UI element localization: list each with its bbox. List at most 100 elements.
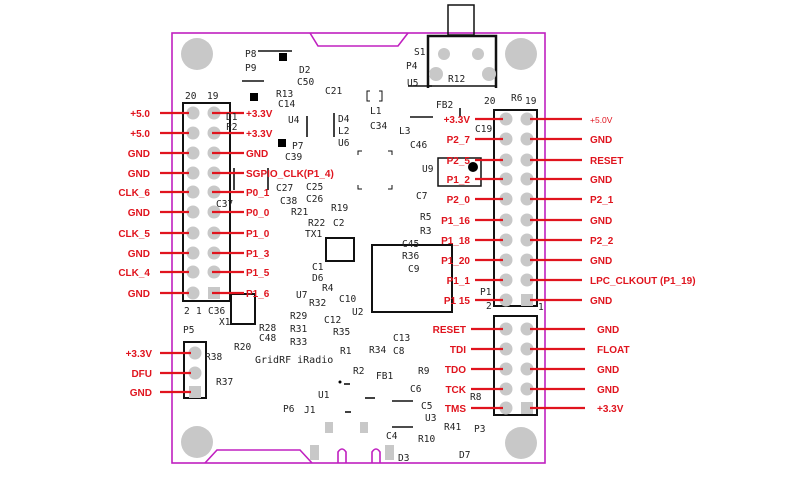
pin-label: P0_0 (246, 208, 270, 219)
pin-label: +3.3V (126, 349, 153, 360)
silkscreen-label: P2 (226, 122, 237, 133)
pin-label: P1_1 (447, 276, 471, 287)
silkscreen-label: J1 (304, 405, 316, 416)
pin-pad (188, 346, 202, 360)
silkscreen-label: P7 (292, 141, 303, 152)
pin-pad (520, 153, 534, 167)
pin-label: +5.0 (130, 129, 150, 140)
pin-label: GND (128, 208, 150, 219)
pin-label: GND (128, 149, 150, 160)
chip-u9 (437, 157, 482, 187)
pin-pad (499, 233, 513, 247)
pin-pad (499, 382, 513, 396)
pin-label: GND (597, 325, 619, 336)
silkscreen-label: C45 (402, 239, 419, 250)
pin-pad (520, 382, 534, 396)
pin-pad (499, 192, 513, 206)
silkscreen-label: C48 (259, 333, 276, 344)
pin-pad (520, 192, 534, 206)
pin-label: P2_5 (447, 156, 471, 167)
pin-label: P2_2 (590, 236, 614, 247)
pin-label: RESET (590, 156, 623, 167)
pin-label: SGPIO_CLK(P1_4) (246, 169, 334, 180)
silkscreen-label: R32 (309, 298, 326, 309)
u9-pin1-dot (468, 162, 478, 172)
silkscreen-label: U7 (296, 290, 307, 301)
pin-pad (186, 185, 200, 199)
silkscreen-label: S1 (414, 47, 426, 58)
pin-pad (520, 362, 534, 376)
pin-label: GND (128, 249, 150, 260)
usb-slots (337, 448, 381, 463)
pin-pad (186, 126, 200, 140)
left-header-pin-20-label: 20 (185, 91, 197, 102)
pin-label: LPC_CLKOUT (P1_19) (590, 276, 696, 287)
pin-label: TDI (450, 345, 466, 356)
pin-label: CLK_6 (118, 188, 150, 199)
pin-label: +5.0 (130, 109, 150, 120)
pin-label: GND (590, 135, 612, 146)
right-header-pin-20-label: 20 (484, 96, 496, 107)
pin-pad (186, 246, 200, 260)
silkscreen-label: R20 (234, 342, 251, 353)
pin-label: GND (590, 296, 612, 307)
pin-pad (188, 366, 202, 380)
silkscreen-label: C39 (285, 152, 302, 163)
pin-label: P1_20 (441, 256, 470, 267)
pin-label: P1_16 (441, 216, 470, 227)
silkscreen-label: R33 (290, 337, 307, 348)
pin-label: TMS (445, 404, 466, 415)
silkscreen-label: R28 (259, 323, 276, 334)
pin-pad (520, 233, 534, 247)
silkscreen-label: U2 (352, 307, 363, 318)
silkscreen-label: R6 (511, 93, 523, 104)
pin-pad (499, 213, 513, 227)
mounting-hole (181, 38, 213, 70)
pin-label: GND (246, 149, 268, 160)
left-header-pin-19-label: 19 (207, 91, 219, 102)
pin-pad (499, 362, 513, 376)
silkscreen-label: R31 (290, 324, 307, 335)
silkscreen-label: C37 (216, 199, 233, 210)
silkscreen-label: C21 (325, 86, 342, 97)
silkscreen-label: R10 (418, 434, 435, 445)
silkscreen-label: C1 (312, 262, 324, 273)
silkscreen-label: U5 (407, 78, 418, 89)
pin-pad (186, 226, 200, 240)
pin-pad (186, 286, 200, 300)
pin-pad-square (521, 402, 533, 414)
silkscreen-label: R35 (333, 327, 350, 338)
jtag-header-outline (493, 315, 538, 416)
right-header-outline (493, 109, 538, 307)
pin-pad (499, 153, 513, 167)
left-header-pin-2-label: 2 (184, 306, 190, 317)
silkscreen-label: L2 (338, 126, 349, 137)
pin-pad (520, 213, 534, 227)
silkscreen-label: P8 (245, 49, 257, 60)
pin-label: +3.3V (246, 129, 273, 140)
silkscreen-label: FB1 (376, 371, 393, 382)
pin-pad (499, 322, 513, 336)
board-name: GridRF iRadio (255, 355, 333, 366)
pin-label: GND (590, 175, 612, 186)
silkscreen-label: C9 (408, 264, 420, 275)
board-outline (171, 32, 546, 464)
pin-label: P1_6 (246, 289, 270, 300)
silkscreen-label: C6 (410, 384, 422, 395)
pin-label: CLK_4 (118, 268, 150, 279)
silkscreen-label: P4 (406, 61, 418, 72)
pin-pad (499, 172, 513, 186)
silkscreen-label: U9 (422, 164, 434, 175)
pin-label: GND (128, 169, 150, 180)
pin-pad (520, 273, 534, 287)
silkscreen-label: P9 (245, 63, 257, 74)
silkscreen-label: U1 (318, 390, 330, 401)
silkscreen-label: R13 (276, 89, 293, 100)
silkscreen-label: C14 (278, 99, 295, 110)
pin-label: RESET (433, 325, 466, 336)
pin-pad (520, 132, 534, 146)
pin-pad (499, 253, 513, 267)
silkscreen-label: L1 (370, 106, 382, 117)
left-header-pin-1-label: 1 (196, 306, 202, 317)
